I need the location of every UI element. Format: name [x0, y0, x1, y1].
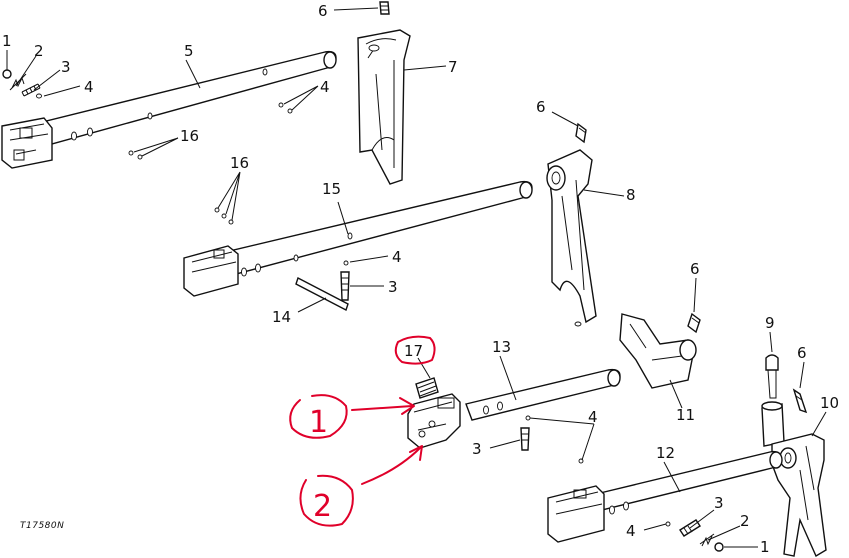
spring-2-top [9, 73, 27, 91]
shift-rail-13 [465, 368, 621, 421]
handwritten-label-2: 2 [313, 489, 332, 524]
callout-3-mid: 3 [388, 278, 398, 296]
shift-fork-10 [771, 433, 827, 558]
pins-16-upper [128, 150, 143, 160]
plug-3-mid [340, 271, 350, 301]
handwritten-annotation-1: 1 [289, 394, 415, 440]
pins-16-mid [214, 207, 234, 225]
figure-code: T17580N [20, 521, 64, 531]
pins-4-lower [525, 415, 584, 464]
spring-2-bottom [699, 533, 715, 547]
callout-4-top: 4 [84, 78, 94, 96]
detent-spring-17 [415, 377, 439, 399]
callout-1-top: 1 [2, 32, 12, 50]
callout-4-mid: 4 [392, 248, 402, 266]
roll-pin-6-top [379, 1, 390, 15]
callout-12: 12 [656, 444, 675, 462]
dowel-pin-14 [295, 277, 349, 311]
callout-13: 13 [492, 338, 511, 356]
callout-6-far-right: 6 [797, 344, 807, 362]
callout-6-right: 6 [690, 260, 700, 278]
callout-17: 17 [404, 342, 423, 360]
handwritten-label-1: 1 [309, 405, 328, 440]
callout-10: 10 [820, 394, 839, 412]
shift-rail-5 [1, 50, 337, 169]
leader-lines [6, 7, 827, 548]
callout-8: 8 [626, 186, 636, 204]
callout-14: 14 [272, 308, 291, 326]
pins-4-upper-mid [278, 102, 293, 114]
handwritten-annotation-2: 2 [299, 445, 423, 527]
pin-4-bottom [665, 521, 671, 527]
callout-15: 15 [322, 180, 341, 198]
callout-4-bottom: 4 [626, 522, 636, 540]
plug-3-top [21, 83, 41, 97]
callout-3-lower: 3 [472, 440, 482, 458]
callout-5: 5 [184, 42, 194, 60]
callout-17-circled: 17 [394, 335, 436, 365]
callout-16-upper: 16 [180, 127, 199, 145]
pin-4-mid [343, 260, 349, 266]
shift-rail-12 [547, 450, 783, 543]
callout-1-bottom: 1 [760, 538, 770, 556]
callout-9: 9 [765, 314, 775, 332]
callout-4-upper-mid: 4 [320, 78, 330, 96]
roll-pin-6-right [687, 312, 701, 334]
ball-1-bottom [714, 542, 724, 552]
callout-6-mid: 6 [536, 98, 546, 116]
callout-4-lower: 4 [588, 408, 598, 426]
plug-3-lower [520, 427, 530, 451]
callout-2-top: 2 [34, 42, 44, 60]
ball-1-top [2, 69, 12, 79]
roll-pin-6-far-right [792, 388, 808, 414]
detent-ball-9 [761, 354, 785, 447]
interlock-block [407, 393, 461, 449]
callout-11: 11 [676, 406, 695, 424]
shift-fork-11 [619, 313, 697, 389]
shift-fork-8 [546, 149, 597, 327]
callout-7: 7 [448, 58, 458, 76]
roll-pin-6-mid [575, 122, 587, 144]
shift-fork-7 [357, 29, 411, 185]
callout-2-bottom: 2 [740, 512, 750, 530]
callout-16-mid: 16 [230, 154, 249, 172]
pin-4-top [36, 93, 42, 99]
callout-3-bottom: 3 [714, 494, 724, 512]
shift-rail-15 [183, 180, 533, 297]
callout-3-top: 3 [61, 58, 71, 76]
callout-6-top: 6 [318, 2, 328, 20]
